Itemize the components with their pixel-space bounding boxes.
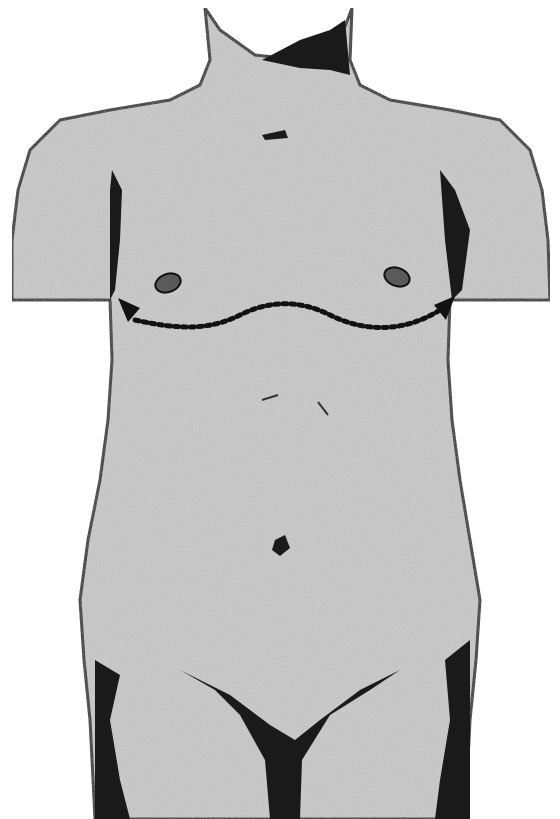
torso-diagram bbox=[0, 0, 560, 819]
